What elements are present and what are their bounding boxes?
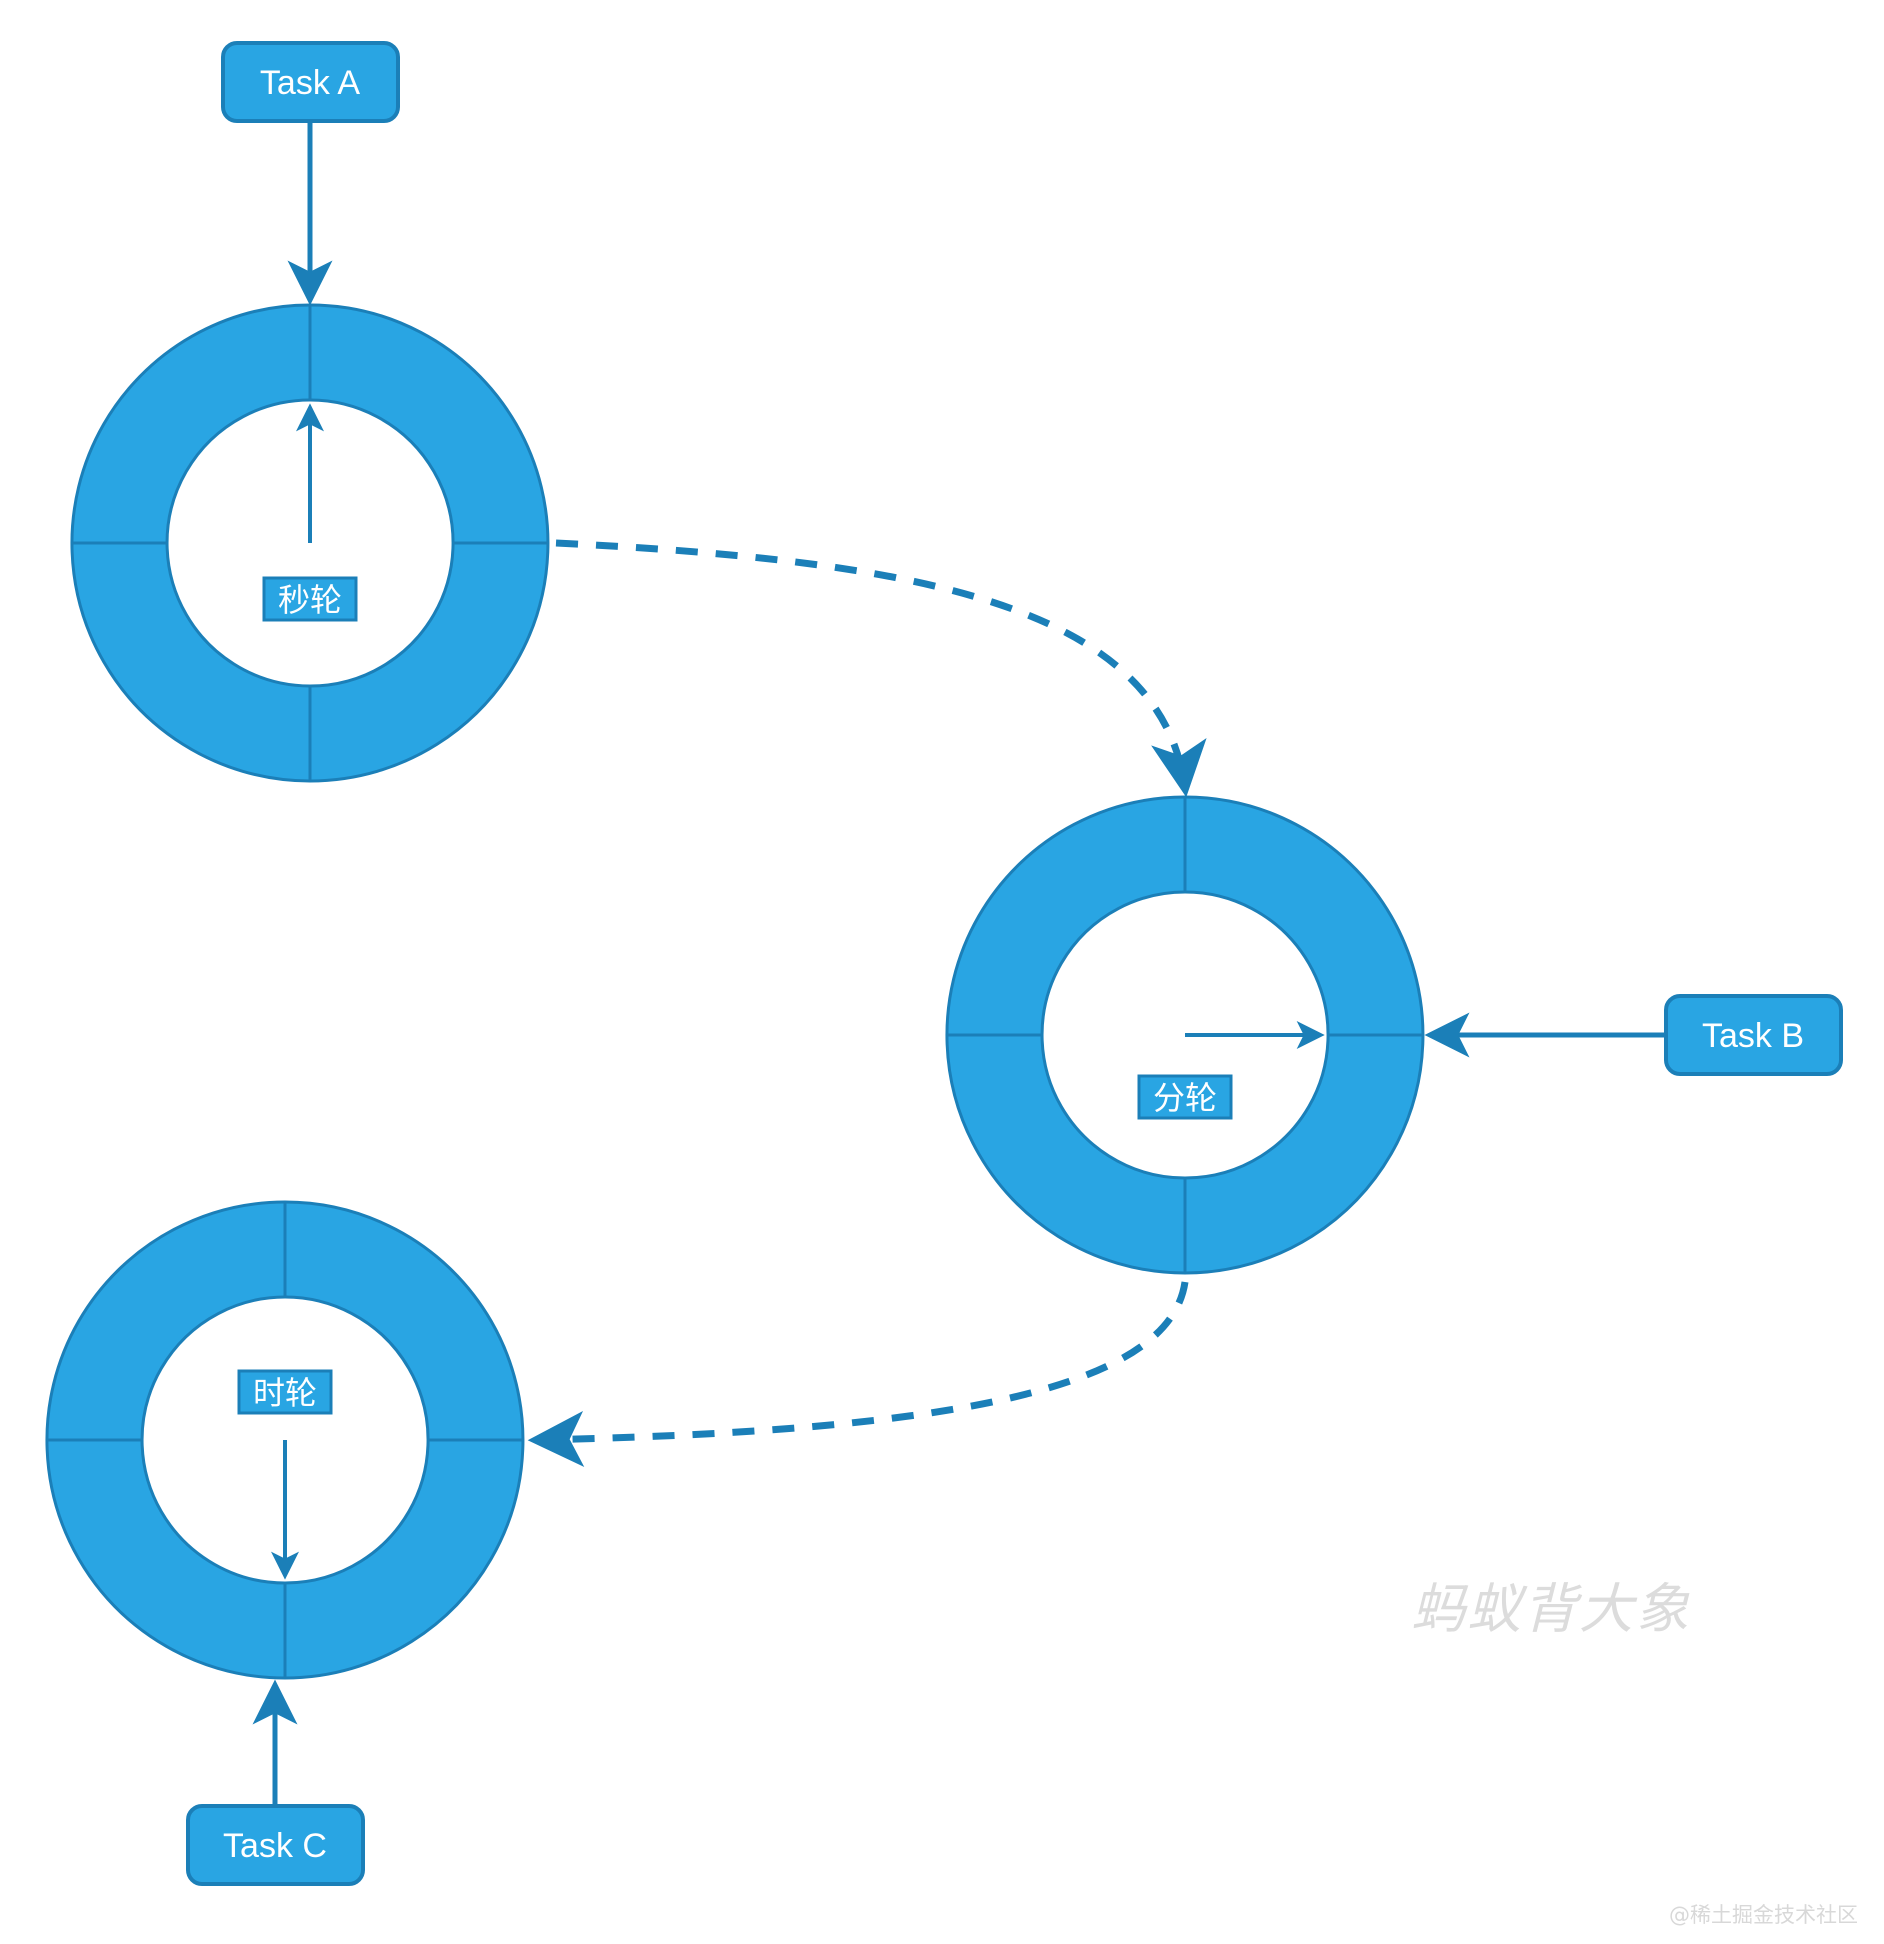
node-task-b[interactable]: Task B (1664, 994, 1843, 1076)
wheel-second-wheel[interactable]: 秒轮 (70, 303, 550, 783)
node-label-task-a: Task A (260, 64, 360, 102)
ring-body-minute-wheel (945, 795, 1425, 1275)
connector-second-wheel-to-minute-wheel (555, 539, 1207, 798)
wheel-label-box-minute-wheel (1137, 1074, 1233, 1120)
ring-body-hour-wheel (45, 1200, 525, 1680)
watermark-footer: @稀土掘金技术社区 (1669, 1903, 1858, 1927)
node-box-task-a (221, 41, 400, 123)
wheel-label-box-second-wheel (262, 576, 358, 622)
watermark-center: 蚂蚁背大象 (1411, 1578, 1691, 1641)
node-task-c[interactable]: Task C (186, 1804, 365, 1886)
node-label-task-c: Task C (223, 1827, 327, 1865)
wheel-label-minute-wheel: 分轮 (1153, 1079, 1217, 1117)
wheel-label-hour-wheel: 时轮 (253, 1374, 317, 1412)
wheel-label-box-hour-wheel (237, 1369, 333, 1415)
node-task-a[interactable]: Task A (221, 41, 400, 123)
ring-body-second-wheel (70, 303, 550, 783)
wheel-label-second-wheel: 秒轮 (278, 581, 342, 619)
node-label-task-b: Task B (1702, 1017, 1804, 1055)
wheel-hour-wheel[interactable]: 时轮 (45, 1200, 525, 1680)
wheel-minute-wheel[interactable]: 分轮 (945, 795, 1425, 1275)
node-box-task-b (1664, 994, 1843, 1076)
node-box-task-c (186, 1804, 365, 1886)
connector-minute-wheel-to-hour-wheel (527, 1281, 1189, 1467)
